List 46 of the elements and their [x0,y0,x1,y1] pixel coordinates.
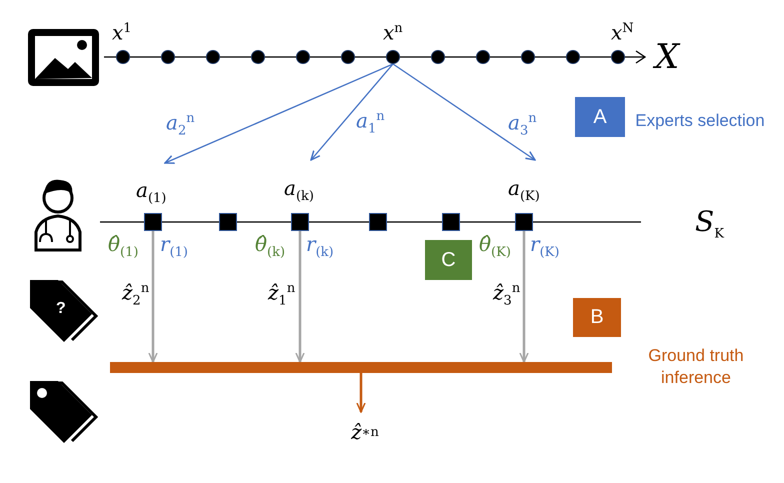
math-label: a$_{(k)}$ [284,178,314,203]
point-marker [341,50,355,64]
square-marker [291,213,309,231]
math-label: x$^{N}$ [611,22,634,43]
point-marker [296,50,310,64]
square-marker [369,213,387,231]
aggregation-bar [110,362,612,373]
point-marker [566,50,580,64]
point-marker [611,50,625,64]
arrow [295,231,305,363]
math-label: r$_{(k)}$ [306,234,334,259]
step-badge: C [425,240,472,280]
question-mark: ? [56,300,66,318]
math-label: a$_{(K)}$ [508,178,540,203]
square-marker [219,213,237,231]
point-marker [161,50,175,64]
point-marker [521,50,535,64]
math-label: a$_{(1)}$ [136,180,166,205]
math-label: θ̂$_{(K)}$ [479,234,511,259]
arrow [310,64,394,161]
square-marker [442,213,460,231]
axis-label: X [655,40,680,74]
arrow [164,63,394,164]
point-marker [116,50,130,64]
axis-label: S$_{K}$ [695,208,724,241]
square-marker [515,213,533,231]
point-marker [206,50,220,64]
arrow [519,231,529,363]
point-marker [251,50,265,64]
section-caption: Experts selection [634,110,766,132]
math-label: θ̂$_{(1)}$ [108,234,138,259]
math-label: r$_{(1)}$ [160,234,188,259]
math-label: x$^{1}$ [112,22,132,43]
arrow [148,231,158,363]
arrow [392,63,536,161]
math-label: θ̂$_{(k)}$ [255,234,286,259]
square-marker [144,213,162,231]
step-badge: A [575,97,625,137]
math-label: r$_{(K)}$ [530,234,560,259]
arrow [356,373,366,413]
point-marker [431,50,445,64]
point-marker [476,50,490,64]
step-badge: B [573,298,621,337]
section-caption: Ground truth inference [647,345,745,390]
point-marker [386,50,400,64]
math-label: x$^{n}$ [383,22,403,43]
